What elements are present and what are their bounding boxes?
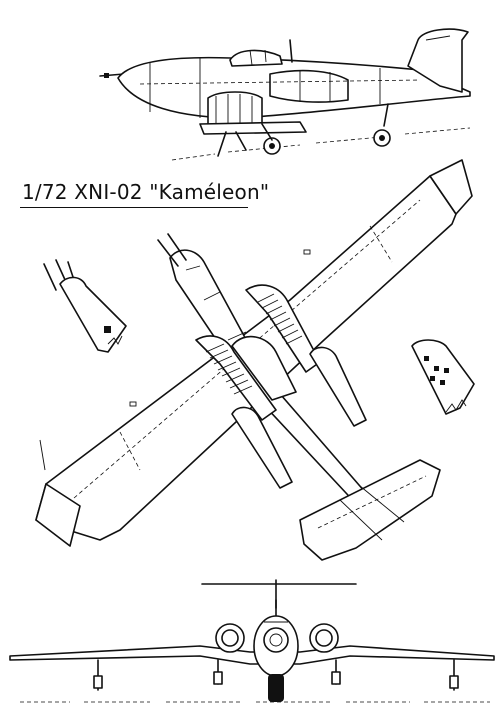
nose-detail — [43, 259, 127, 353]
plan-view — [35, 159, 473, 561]
front-view — [9, 579, 495, 703]
drawing-title: 1/72 XNI-02 "Kaméleon" — [22, 180, 270, 204]
title-underline — [20, 207, 248, 208]
side-view — [99, 28, 471, 161]
nose-underside-detail — [411, 339, 475, 415]
